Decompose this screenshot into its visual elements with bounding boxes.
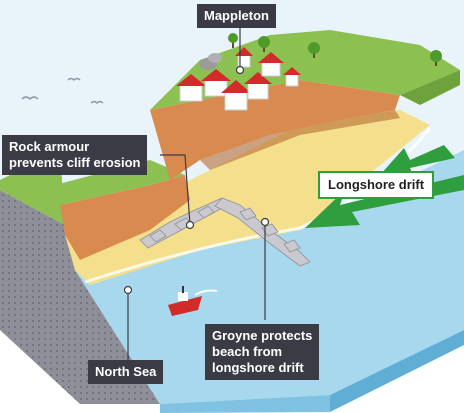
label-mappleton: Mappleton — [197, 4, 276, 28]
label-rock-armour: Rock armour prevents cliff erosion — [2, 135, 148, 175]
sea — [75, 150, 464, 404]
boat-icon — [168, 286, 218, 316]
callout-lines — [127, 28, 266, 360]
tree-icon — [228, 33, 442, 66]
groyne — [214, 197, 311, 267]
label-north-sea: North Sea — [88, 360, 164, 384]
callout-dots — [123, 65, 270, 295]
rock-armour — [139, 197, 229, 249]
land-side — [0, 190, 160, 404]
seagull-icon — [21, 77, 104, 104]
label-longshore-drift: Longshore drift — [318, 171, 435, 199]
label-groyne: Groyne protects beach from longshore dri… — [205, 324, 320, 380]
house-icon — [176, 47, 301, 111]
upper-cliff — [150, 80, 400, 180]
lower-cliff — [60, 175, 190, 260]
sea-side — [330, 330, 464, 412]
